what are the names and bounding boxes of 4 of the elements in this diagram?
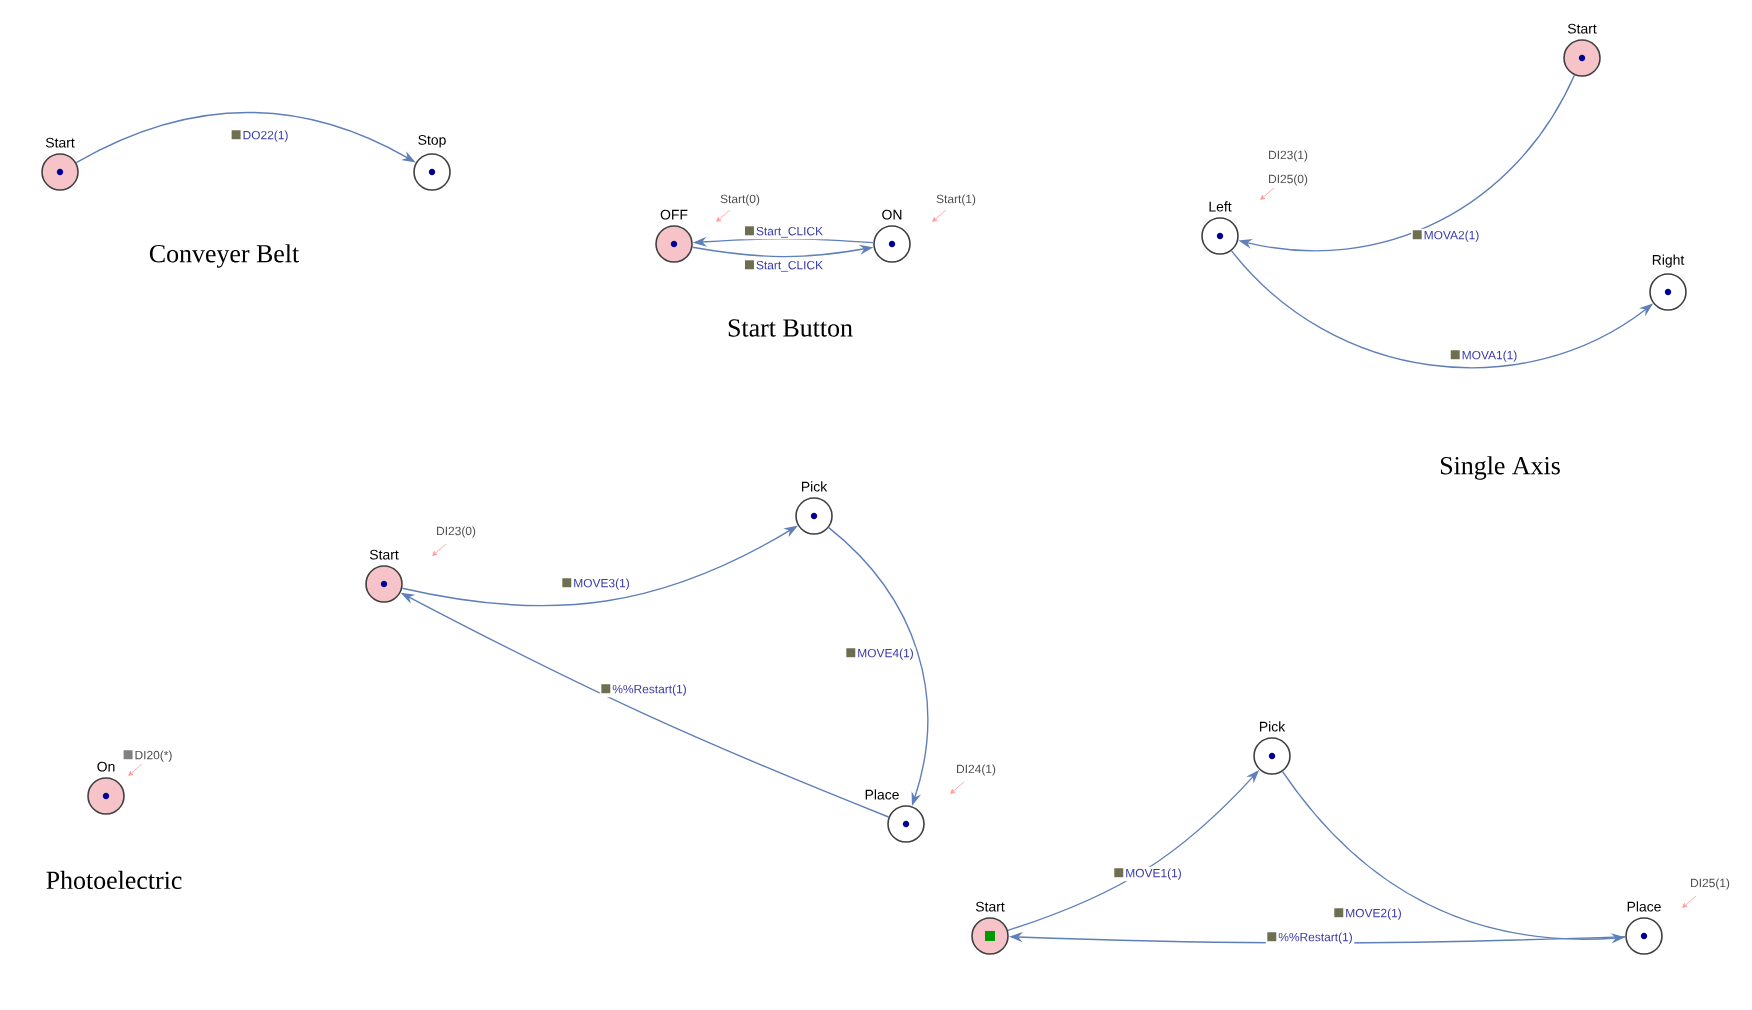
group-caption: Conveyer Belt [149, 244, 300, 268]
group-caption: Single Axis [1440, 456, 1560, 480]
group-caption: Start Button [728, 319, 853, 337]
group-caption: Photoelectric [46, 870, 182, 890]
